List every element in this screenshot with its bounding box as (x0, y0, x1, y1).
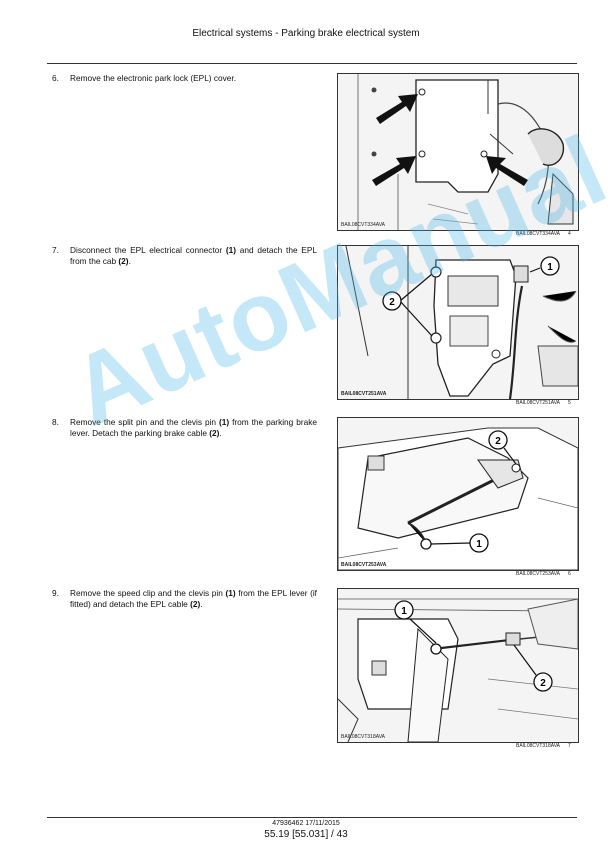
step-text: Remove the split pin and the clevis pin … (70, 417, 317, 439)
callout-ref: (1) (225, 588, 236, 598)
footer-page-number: 55.19 [55.031] / 43 (264, 829, 348, 840)
footer-divider (47, 817, 577, 818)
figure-code: BAIL08CVT318AVA (341, 734, 386, 740)
figure-epl-connector: 1 2 BAIL08CVT251AVA (337, 245, 579, 400)
callout-label: 2 (540, 678, 546, 689)
callout-ref: (1) (218, 417, 230, 427)
arrow-icon (376, 94, 418, 124)
text-run: from the parking brake lever. Detach the… (70, 417, 317, 438)
epl-connector-illustration: 1 2 (338, 246, 578, 399)
text-run: . (200, 599, 203, 609)
figure-caption: BAIL08CVT251AVA 5 (516, 400, 571, 406)
step-number: 6. (52, 73, 59, 83)
figure-code: BAIL08CVT253AVA (341, 562, 387, 568)
callout-label: 1 (547, 262, 553, 273)
text-run: and detach the EPL from the cab (70, 245, 317, 266)
text-run: . (128, 256, 131, 266)
caption-code: BAIL08CVT318AVA (516, 743, 561, 749)
callout-ref: (2) (118, 256, 129, 266)
arrow-icon (372, 156, 416, 186)
figure-code: BAIL08CVT251AVA (341, 391, 387, 397)
step-number: 7. (52, 245, 59, 255)
step-text: Disconnect the EPL electrical connector … (70, 245, 317, 267)
page-header: Electrical systems - Parking brake elect… (192, 28, 420, 39)
callout-ref: (1) (225, 245, 237, 255)
callout-ref: (2) (190, 599, 201, 609)
text-run: Remove the split pin and the clevis pin (70, 417, 219, 427)
parking-brake-illustration: 2 1 (338, 418, 578, 570)
text-run: . (219, 428, 222, 438)
callout-label: 2 (389, 297, 395, 308)
callout-ref: (2) (209, 428, 220, 438)
step-number: 8. (52, 417, 59, 427)
figure-caption: BAIL08CVT253AVA 6 (516, 571, 571, 577)
figure-epl-lever: 1 2 BAIL08CVT318AVA (337, 588, 579, 743)
figure-number: 7 (568, 743, 571, 749)
figure-number: 5 (568, 400, 571, 406)
caption-code: BAIL08CVT251AVA (516, 400, 561, 406)
figure-code: BAIL08CVT334AVA (341, 222, 386, 228)
arrow-icon (486, 156, 528, 186)
callout-label: 2 (495, 436, 501, 447)
step-text: Remove the electronic park lock (EPL) co… (70, 73, 237, 83)
figure-caption: BAIL08CVT334AVA 4 (516, 231, 571, 237)
text-run: Remove the speed clip and the clevis pin (70, 588, 226, 598)
caption-code: BAIL08CVT253AVA (516, 571, 561, 577)
figure-number: 4 (568, 231, 571, 237)
header-divider (47, 63, 577, 64)
figure-parking-brake-lever: 2 1 BAIL08CVT253AVA (337, 417, 579, 571)
figure-epl-cover: BAIL08CVT334AVA (337, 73, 579, 231)
epl-lever-illustration: 1 2 (338, 589, 578, 742)
step-7: 7. Disconnect the EPL electrical connect… (52, 245, 317, 267)
figure-caption: BAIL08CVT318AVA 7 (516, 743, 571, 749)
step-9: 9. Remove the speed clip and the clevis … (52, 588, 317, 610)
epl-cover-illustration (338, 74, 578, 230)
step-6: 6. Remove the electronic park lock (EPL)… (52, 73, 317, 84)
callout-label: 1 (476, 539, 482, 550)
step-number: 9. (52, 588, 59, 598)
step-text: Remove the speed clip and the clevis pin… (70, 588, 317, 610)
callout-label: 1 (401, 606, 407, 617)
step-8: 8. Remove the split pin and the clevis p… (52, 417, 317, 439)
caption-code: BAIL08CVT334AVA (516, 231, 561, 237)
figure-number: 6 (568, 571, 571, 577)
text-run: Disconnect the EPL electrical connector (70, 245, 226, 255)
footer-doc-ref: 47936462 17/11/2015 (272, 820, 340, 827)
text-run: from the EPL lever (if fitted) and detac… (70, 588, 317, 609)
